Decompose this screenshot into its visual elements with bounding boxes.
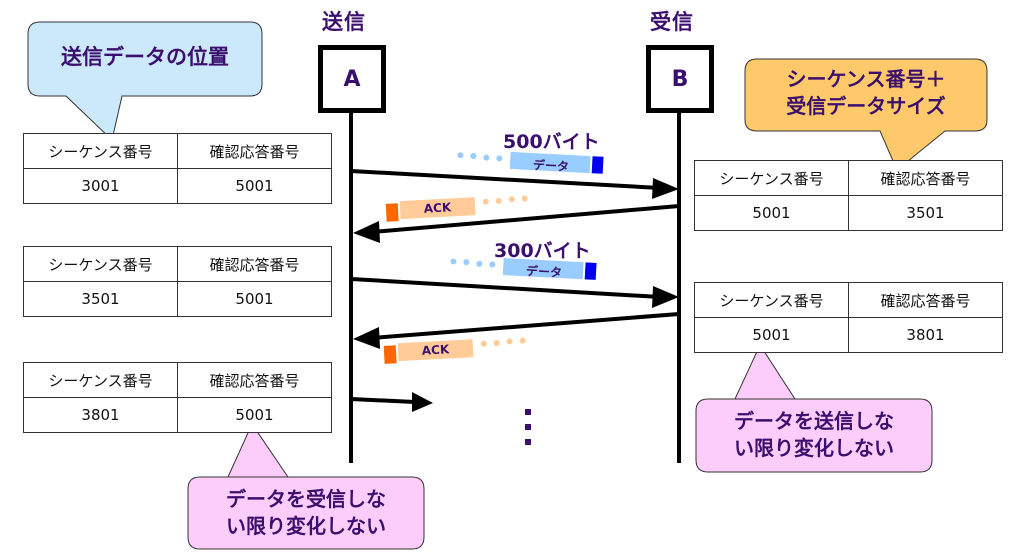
callout-receiver-no-change: データを送信しな い限り変化しない bbox=[696, 408, 932, 462]
arrow-data-2 bbox=[350, 277, 679, 308]
ack-header: 確認応答番号 bbox=[177, 246, 332, 282]
callout-line: い限り変化しない bbox=[734, 436, 894, 460]
callout-line: シーケンス番号＋ bbox=[786, 67, 946, 91]
callout-send-position: 送信データの位置 bbox=[61, 45, 229, 69]
sender-title: 送信 bbox=[322, 10, 366, 34]
arrow-data-1 bbox=[350, 169, 679, 199]
seq-header: シーケンス番号 bbox=[694, 282, 849, 318]
node-b-box: B bbox=[646, 45, 714, 113]
ack-value: 3501 bbox=[848, 195, 1003, 231]
seq-header: シーケンス番号 bbox=[23, 133, 178, 169]
receiver-title: 受信 bbox=[650, 10, 694, 34]
callout-line: データを送信しな bbox=[734, 409, 894, 433]
data-packet-1 bbox=[457, 151, 604, 174]
ack-header: 確認応答番号 bbox=[848, 160, 1003, 196]
callout-line: データを受信しな bbox=[226, 487, 386, 511]
arrow-ack-2 bbox=[353, 312, 680, 349]
ack-header: 確認応答番号 bbox=[177, 362, 332, 398]
data-packet-2 bbox=[450, 258, 597, 280]
seq-value: 5001 bbox=[694, 195, 849, 231]
callout-line: い限り変化しない bbox=[226, 514, 386, 538]
bytes-label-1: 500バイト bbox=[503, 131, 600, 153]
seq-value: 3501 bbox=[23, 281, 178, 317]
bytes-label-2: 300バイト bbox=[494, 240, 591, 262]
ack-value: 5001 bbox=[177, 168, 332, 204]
ack-value: 5001 bbox=[177, 281, 332, 317]
callout-receiver-no-change-shape bbox=[695, 343, 933, 473]
ellipsis-dot bbox=[525, 439, 531, 445]
node-a-box: A bbox=[318, 45, 386, 113]
callout-seq-plus-size: シーケンス番号＋ 受信データサイズ bbox=[745, 66, 987, 120]
ack-header: 確認応答番号 bbox=[848, 282, 1003, 318]
seq-value: 3801 bbox=[23, 397, 178, 433]
seq-value: 5001 bbox=[694, 317, 849, 353]
node-a-label: A bbox=[343, 66, 361, 92]
callout-send-position-shape bbox=[27, 21, 263, 141]
ack-header: 確認応答番号 bbox=[177, 133, 332, 169]
seq-value: 3001 bbox=[23, 168, 178, 204]
ack-value: 3801 bbox=[848, 317, 1003, 353]
seq-header: シーケンス番号 bbox=[23, 246, 178, 282]
ellipsis-dot bbox=[525, 409, 531, 415]
seq-header: シーケンス番号 bbox=[694, 160, 849, 196]
callout-sender-no-change-shape bbox=[187, 422, 425, 550]
callout-seq-plus-size-shape bbox=[744, 58, 988, 171]
arrow-next bbox=[350, 392, 433, 412]
node-b-label: B bbox=[671, 66, 689, 92]
arrow-ack-1 bbox=[353, 204, 680, 243]
ellipsis-dot bbox=[525, 424, 531, 430]
callout-line: 受信データサイズ bbox=[786, 94, 946, 118]
ack-value: 5001 bbox=[177, 397, 332, 433]
ack-packet-2 bbox=[383, 337, 526, 364]
seq-header: シーケンス番号 bbox=[23, 362, 178, 398]
ack-packet-1 bbox=[385, 195, 528, 222]
callout-sender-no-change: データを受信しな い限り変化しない bbox=[188, 486, 424, 540]
